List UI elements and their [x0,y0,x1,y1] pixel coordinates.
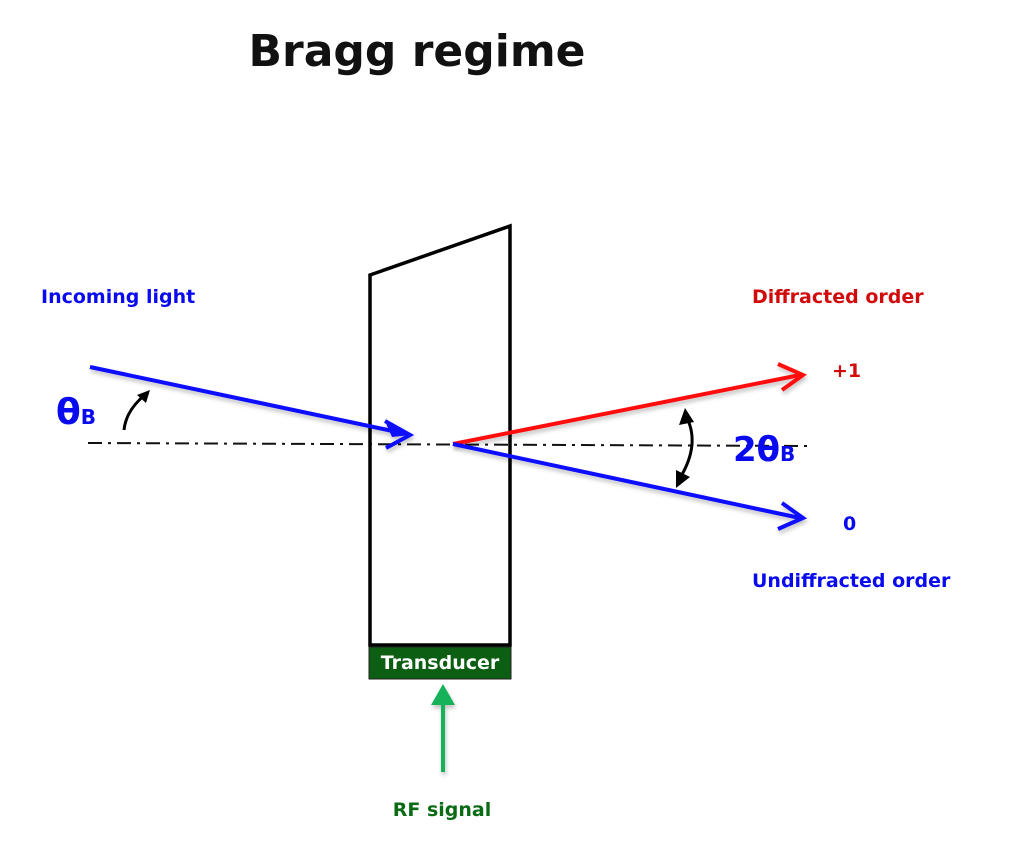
rf-arrow [431,684,455,772]
acoustic-grating [395,306,497,591]
diffracted-beam [452,362,808,446]
transducer-block [368,646,512,680]
undiffracted-order-label: Undiffracted order [752,570,951,592]
theta-angle-arrow-icon [122,390,150,431]
diffracted-order-label: Diffracted order [752,286,924,308]
undiffracted-beam [452,442,808,531]
order-zero-label: 0 [843,513,856,535]
transducer-label: Transducer [381,652,500,674]
incoming-light-label: Incoming light [41,286,195,308]
two-theta-angle-arrow-icon [676,408,694,488]
optical-axis [87,442,811,447]
rf-signal-label: RF signal [393,799,492,821]
order-plus-one-label: +1 [832,360,861,382]
theta-b-symbol: θB [56,392,96,433]
acousto-optic-crystal [368,223,512,647]
incoming-beam [89,365,415,450]
diagram-title: Bragg regime [248,26,585,77]
two-theta-b-label: 2θB [733,430,795,470]
